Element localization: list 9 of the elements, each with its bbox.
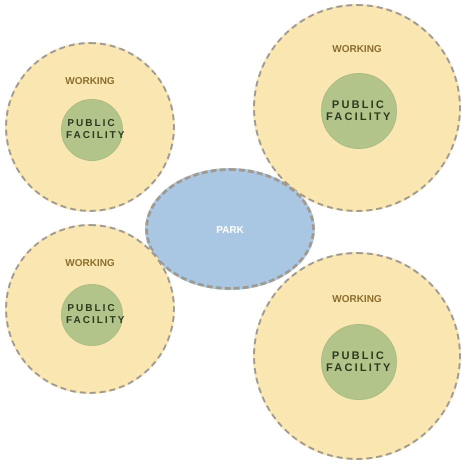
facility-label: PUBLIC FACILITY bbox=[65, 303, 122, 327]
facility-label: PUBLIC FACILITY bbox=[325, 99, 394, 123]
facility-label: PUBLIC FACILITY bbox=[65, 118, 122, 142]
zone-label: WORKING bbox=[64, 258, 116, 270]
zone-label: WORKING bbox=[331, 44, 383, 56]
zone-label: WORKING bbox=[331, 294, 383, 306]
zone-label: WORKING bbox=[64, 76, 116, 88]
park-label: PARK bbox=[215, 225, 245, 237]
facility-label: PUBLIC FACILITY bbox=[325, 350, 394, 374]
